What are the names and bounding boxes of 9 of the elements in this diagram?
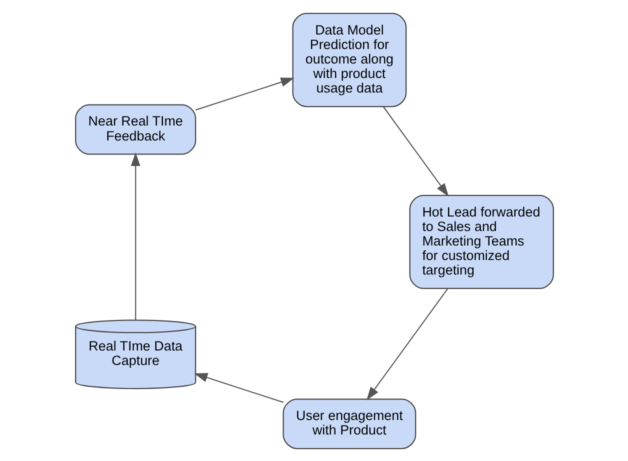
arrow <box>382 106 448 196</box>
arrow <box>195 77 294 110</box>
node-box: Data Model Prediction for outcome along with product usage data <box>292 12 406 107</box>
arrow <box>130 152 140 320</box>
arrow <box>194 372 283 402</box>
arrow <box>366 288 448 400</box>
node-box: User engagement with Product <box>282 398 416 449</box>
node-box: Near Real TIme Feedback <box>74 104 196 154</box>
node-box: Hot Lead forwarded to Sales and Marketing Teams for customized targeting <box>408 194 554 289</box>
